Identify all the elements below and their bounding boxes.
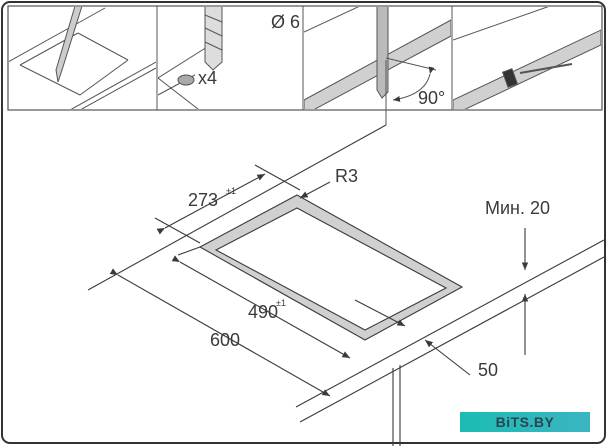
saw-blade-icon — [376, 7, 389, 99]
holes-count-label: x4 — [198, 68, 218, 88]
hole-icon — [177, 74, 195, 86]
min-distance-label: Мин. 20 — [485, 198, 551, 218]
depth-tolerance: ±1 — [226, 186, 236, 196]
drill-diameter-label: Ø 6 — [271, 12, 301, 32]
width-dimension: 490 — [248, 302, 279, 322]
step-mark-panel — [9, 7, 156, 109]
counter-depth-dimension: 600 — [210, 330, 241, 350]
countertop-drawing — [87, 124, 605, 446]
drill-bit-icon — [204, 7, 223, 71]
width-tolerance: ±1 — [276, 298, 286, 308]
step-saw-panel — [304, 7, 451, 109]
watermark: BiTS.BY — [460, 412, 590, 432]
cut-angle-label: 90° — [418, 88, 446, 108]
front-offset-dimension: 50 — [478, 360, 499, 380]
corner-radius-label: R3 — [335, 166, 359, 186]
step-seal-panel — [453, 7, 601, 109]
step-drill-panel — [158, 7, 223, 109]
depth-dimension: 273 — [188, 190, 219, 210]
brush-icon — [501, 68, 519, 88]
steps-strip — [7, 5, 603, 111]
